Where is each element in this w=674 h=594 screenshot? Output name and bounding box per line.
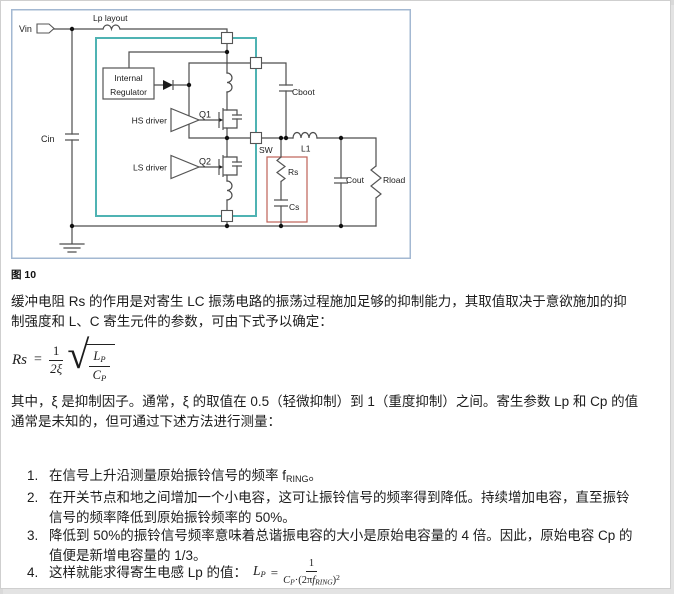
cs-capacitor xyxy=(274,199,288,207)
cout-label: Cout xyxy=(346,175,365,185)
paragraph-damping-factor: 其中，ξ 是抑制因子。通常，ξ 的取值在 0.5（轻微抑制）到 1（重度抑制）之… xyxy=(11,392,638,431)
list-item-3: 3. 降低到 50%的振铃信号频率意味着总谐振电容的大小是原始电容量的 4 倍。… xyxy=(27,526,633,565)
cout-capacitor xyxy=(334,177,348,184)
paragraph-line: 制强度和 L、C 寄生元件的参数，可由下式予以确定： xyxy=(11,313,333,329)
internal-regulator-label-1: Internal xyxy=(114,73,142,83)
q1-label: Q1 xyxy=(199,110,211,120)
list-item-1: 1. 在信号上升沿测量原始振铃信号的频率 fRING。 xyxy=(27,466,322,490)
ls-driver-triangle-icon xyxy=(170,154,201,180)
lp-over-cp-fraction: LP CP xyxy=(89,349,110,384)
figure-caption: 图 10 xyxy=(11,269,37,281)
paragraph-snubber-intro: 缓冲电阻 Rs 的作用是对寄生 LC 振荡电路的振荡过程施加足够的抑制能力，其取… xyxy=(11,292,627,331)
ic-boundary-box xyxy=(95,37,257,217)
cin-label: Cin xyxy=(41,134,55,144)
list-item-text: 降低到 50%的振铃信号频率意味着总谐振电容的大小是原始电容量的 4 倍。因此，… xyxy=(49,528,633,563)
vin-pin xyxy=(220,31,234,45)
q2-body-arrow-icon xyxy=(219,165,223,169)
paragraph-line: 缓冲电阻 Rs 的作用是对寄生 LC 振荡电路的振荡过程施加足够的抑制能力，其取… xyxy=(11,294,627,309)
junction-dots xyxy=(69,26,344,229)
paragraph-line: 其中，ξ 是抑制因子。通常，ξ 的取值在 0.5（轻微抑制）到 1（重度抑制）之… xyxy=(11,394,639,409)
lp-layout-label: Lp layout xyxy=(93,13,128,23)
list-number: 3. xyxy=(27,528,39,543)
internal-regulator-box xyxy=(102,67,155,100)
damping-fraction: 1 2ξ xyxy=(48,342,64,376)
radical-icon: √ xyxy=(67,331,90,377)
hs-driver-label: HS driver xyxy=(132,116,168,126)
q2-label: Q2 xyxy=(199,157,211,167)
list-number: 2. xyxy=(27,490,39,505)
ls-driver-label: LS driver xyxy=(133,163,167,173)
cboot-capacitor xyxy=(279,84,293,92)
formula-equals: = xyxy=(34,352,42,367)
lp-formula: LP = 1 CP·(2πfRING)2 xyxy=(253,558,340,587)
ground-symbol xyxy=(59,225,85,253)
list-item-2: 2. 在开关节点和地之间增加一个小电容，这可让振铃信号的频率得到降低。持续增加电… xyxy=(27,488,630,527)
list-item-text: 这样就能求得寄生电感 Lp 的值： xyxy=(49,565,248,581)
rs-label: Rs xyxy=(288,167,298,177)
q2-parasitic-capacitor xyxy=(232,161,242,167)
cs-label: Cs xyxy=(289,202,299,212)
cin-capacitor xyxy=(65,133,79,141)
q1-parasitic-inductor xyxy=(226,72,233,93)
figure-10-circuit-diagram: Vin Lp layout Cin Internal Regulator HS … xyxy=(11,9,411,259)
list-number: 1. xyxy=(27,468,39,483)
list-item-text: 在信号上升沿测量原始振铃信号的频率 fRING。 xyxy=(49,468,323,484)
lp-layout-inductor xyxy=(102,24,121,32)
q2-parasitic-inductor xyxy=(226,180,233,201)
boot-pin xyxy=(249,56,263,70)
rload-label: Rload xyxy=(383,175,405,185)
paragraph-line: 通常是未知的，但可通过下述方法进行测量： xyxy=(11,413,281,429)
formula-lhs: Rs xyxy=(12,351,27,368)
l1-label: L1 xyxy=(301,144,311,154)
internal-regulator-label-2: Regulator xyxy=(110,87,147,97)
q1-parasitic-capacitor xyxy=(232,114,242,120)
boot-diode-icon xyxy=(163,80,173,90)
square-root: √ LP CP xyxy=(67,331,115,384)
l1-inductor xyxy=(292,131,318,139)
sw-label: SW xyxy=(259,145,273,155)
sw-pin xyxy=(249,131,263,145)
rs-formula: Rs = 1 2ξ √ LP CP xyxy=(12,331,115,384)
cboot-label: Cboot xyxy=(292,87,315,97)
list-item-4: 4. 这样就能求得寄生电感 Lp 的值： LP = 1 CP·(2πfRING)… xyxy=(27,558,340,587)
lp-fraction: 1 CP·(2πfRING)2 xyxy=(283,558,340,587)
list-item-text: 在开关节点和地之间增加一个小电容，这可让振铃信号的频率得到降低。持续增加电容，直… xyxy=(49,490,630,525)
vin-connector-icon xyxy=(36,23,55,34)
rs-resistor xyxy=(276,156,286,182)
q1-body-arrow-icon xyxy=(219,118,223,122)
rload-resistor xyxy=(370,165,382,199)
vin-label: Vin xyxy=(19,24,32,34)
list-number: 4. xyxy=(27,565,39,581)
gnd-pin xyxy=(220,209,234,223)
snubber-highlight-box xyxy=(266,156,308,223)
hs-driver-triangle-icon xyxy=(170,107,201,133)
